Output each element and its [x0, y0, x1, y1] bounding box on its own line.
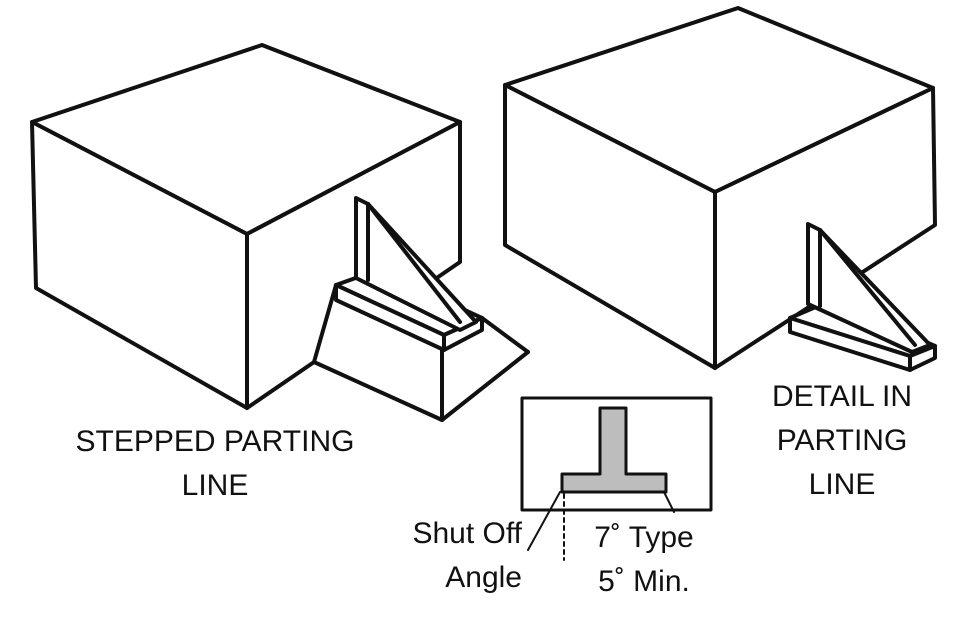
t-section-inset: [520, 396, 713, 561]
stepped-rib: [334, 196, 484, 352]
detail-rib: [788, 222, 937, 372]
stepped-parting-line-label: STEPPED PARTING LINE: [55, 420, 375, 508]
stepped-label-line-2: LINE: [181, 469, 249, 502]
shut-off-angle-label: Shut Off Angle: [398, 512, 522, 600]
shutoff-leader: [527, 491, 561, 551]
detail-rib-platform-side: [908, 344, 937, 372]
shutoff-label-line-2: Angle: [445, 561, 522, 594]
stepped-label-line-1: STEPPED PARTING: [75, 425, 355, 458]
angle-minimum-label: 5˚ Min.: [598, 565, 690, 598]
detail-label-line-3: LINE: [808, 468, 876, 501]
t-section: [560, 406, 668, 494]
detail-box-right-face: [713, 86, 937, 370]
shutoff-label-line-1: Shut Off: [412, 517, 522, 550]
detail-label-line-2: PARTING: [776, 424, 908, 457]
detail-in-parting-line-label: DETAIL IN PARTING LINE: [742, 375, 942, 507]
angle-typical-label: 7˚ Type: [594, 521, 694, 554]
draft-angle-line: [663, 491, 675, 513]
stepped-box-right-face: [245, 120, 462, 410]
detail-box: [503, 6, 937, 370]
detail-label-line-1: DETAIL IN: [771, 380, 913, 413]
stepped-box: [30, 43, 462, 410]
draft-angle-label: 7˚ Type 5˚ Min.: [574, 516, 714, 604]
